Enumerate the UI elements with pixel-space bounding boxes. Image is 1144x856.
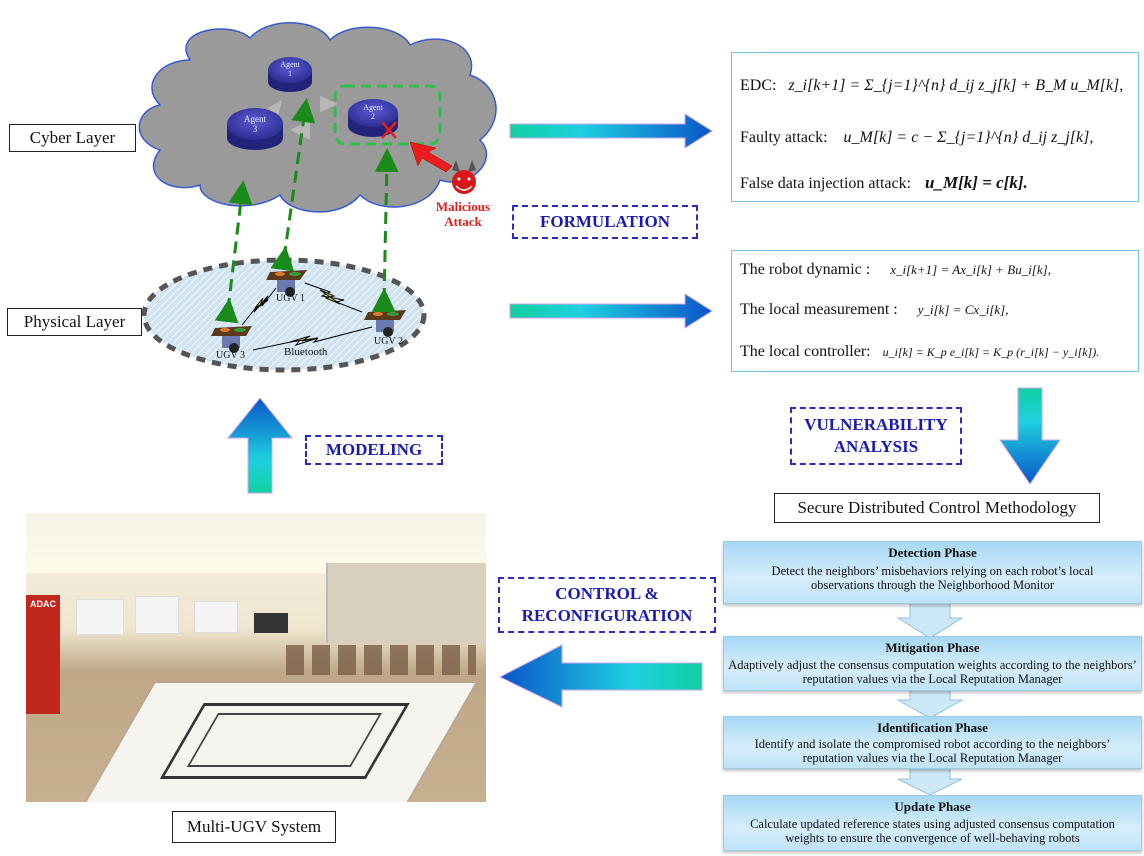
devil-icon (452, 160, 476, 194)
mitigation-phase: Mitigation Phase Adaptively adjust the c… (723, 636, 1142, 691)
agent-3-label: Agent 3 (235, 114, 275, 134)
equation-label: The local measurement : (740, 301, 898, 318)
compromised-agent-highlight (333, 84, 442, 146)
flow-arrow-icon (320, 96, 338, 112)
agent-label-line: 3 (252, 124, 258, 134)
equation-label: EDC: (740, 77, 777, 94)
faulty-attack-equation: Faulty attack: u_M[k] = c − Σ_{j=1}^{n} … (740, 129, 1093, 147)
cyber-cloud (138, 22, 497, 213)
agent-label-line: 1 (288, 69, 292, 78)
malicious-attack-label: Malicious Attack (428, 199, 498, 229)
local-controller-equation: The local controller: u_i[k] = K_p e_i[k… (740, 343, 1099, 361)
control-reconfiguration-label: CONTROL & RECONFIGURATION (498, 577, 716, 633)
phase-connectors (896, 601, 964, 796)
modeling-label: MODELING (305, 435, 443, 465)
cyber-layer-label: Cyber Layer (9, 124, 136, 152)
vulnerability-arrow (999, 387, 1061, 485)
physical-to-model-arrow (509, 293, 713, 329)
attack-model-equations: EDC: z_i[k+1] = Σ_{j=1}^{n} d_ij z_j[k] … (731, 52, 1139, 202)
formulation-arrow (509, 113, 713, 149)
phase-title: Update Phase (894, 799, 971, 814)
phase-title: Identification Phase (877, 720, 988, 735)
equation-label: The robot dynamic : (740, 261, 871, 278)
equation-expr: u_M[k] = c[k]. (925, 173, 1028, 192)
vulnerability-text: VULNERABILITY (804, 415, 948, 434)
equation-expr: u_i[k] = K_p e_i[k] = K_p (r_i[k] − y_i[… (882, 345, 1100, 359)
agent-label-line: Agent (280, 60, 300, 69)
equation-label: False data injection attack: (740, 175, 912, 192)
ugv-1-icon (266, 270, 307, 297)
agent-label-line: Agent (363, 103, 383, 112)
ugv-1-label: UGV 1 (276, 293, 305, 304)
attack-line: Attack (444, 214, 482, 229)
false-data-injection-equation: False data injection attack: u_M[k] = c[… (740, 173, 1028, 193)
wall-poster (194, 601, 238, 633)
attack-arrow-icon (409, 141, 453, 173)
modeling-arrow (226, 397, 294, 494)
phase-title: Mitigation Phase (885, 640, 980, 655)
track-mat (86, 683, 476, 802)
agent-label-line: 2 (371, 112, 375, 121)
agent-3 (227, 108, 283, 150)
bluetooth-label: Bluetooth (284, 346, 328, 358)
ugv-3-icon (211, 326, 252, 353)
equation-expr: z_i[k+1] = Σ_{j=1}^{n} d_ij z_j[k] + B_M… (788, 77, 1124, 94)
wall-poster (76, 599, 124, 635)
equation-expr: u_M[k] = c − Σ_{j=1}^{n} d_ij z_j[k], (843, 129, 1094, 146)
equation-label: The local controller: (740, 343, 871, 360)
formulation-label: FORMULATION (512, 205, 698, 239)
physical-layer-label: Physical Layer (7, 308, 142, 336)
ugv-3-label: UGV 3 (216, 350, 245, 361)
bluetooth-link-icon (241, 282, 373, 351)
modeling-text: MODELING (325, 440, 423, 459)
track-line (186, 713, 382, 767)
update-phase: Update Phase Calculate updated reference… (723, 795, 1142, 851)
phase-description: Identify and isolate the compromised rob… (754, 737, 1111, 765)
multi-ugv-caption: Multi-UGV System (172, 811, 336, 843)
robot-dynamic-equation: The robot dynamic : x_i[k+1] = Ax_i[k] +… (740, 261, 1051, 279)
formulation-text: FORMULATION (539, 212, 670, 231)
ugv-2-icon (364, 310, 406, 337)
equation-label: Faulty attack: (740, 129, 828, 146)
detection-phase: Detection Phase Detect the neighbors’ mi… (723, 541, 1142, 604)
compromised-x-icon (381, 121, 397, 139)
reconfiguration-text: RECONFIGURATION (521, 606, 693, 625)
chairs (286, 645, 476, 675)
equation-expr: x_i[k+1] = Ax_i[k] + Bu_i[k], (890, 262, 1051, 277)
ugv-2-label: UGV 2 (374, 336, 403, 347)
phase-description: Adaptively adjust the consensus computat… (728, 658, 1137, 686)
robot-model-equations: The robot dynamic : x_i[k+1] = Ax_i[k] +… (731, 250, 1139, 372)
agent-1-label: Agent 1 (272, 60, 308, 78)
window-blinds (326, 563, 486, 643)
identification-phase: Identification Phase Identify and isolat… (723, 716, 1142, 769)
local-measurement-equation: The local measurement : y_i[k] = Cx_i[k]… (740, 301, 1008, 319)
agent-label-line: Agent (244, 114, 266, 124)
equation-expr: y_i[k] = Cx_i[k], (917, 302, 1009, 317)
cyber-physical-links (214, 98, 399, 324)
phase-description: Detect the neighbors’ misbehaviors relyi… (771, 564, 1094, 592)
monitor (254, 613, 288, 633)
phase-description: Calculate updated reference states using… (750, 817, 1115, 845)
adac-banner: ADAC (26, 595, 60, 714)
agent-2 (348, 99, 398, 137)
phase-title: Detection Phase (888, 545, 977, 560)
agent-2-label: Agent 2 (355, 103, 391, 121)
control-arrow (498, 644, 703, 708)
methodology-title: Secure Distributed Control Methodology (774, 493, 1100, 523)
analysis-text: ANALYSIS (833, 437, 919, 456)
attack-line: Malicious (435, 199, 491, 214)
multi-ugv-lab-photo: ADAC (26, 513, 486, 802)
vulnerability-analysis-label: VULNERABILITY ANALYSIS (790, 407, 962, 465)
agent-1 (268, 57, 312, 92)
edc-equation: EDC: z_i[k+1] = Σ_{j=1}^{n} d_ij z_j[k] … (740, 77, 1123, 95)
control-text: CONTROL & (555, 584, 659, 603)
wall-poster (135, 596, 179, 634)
